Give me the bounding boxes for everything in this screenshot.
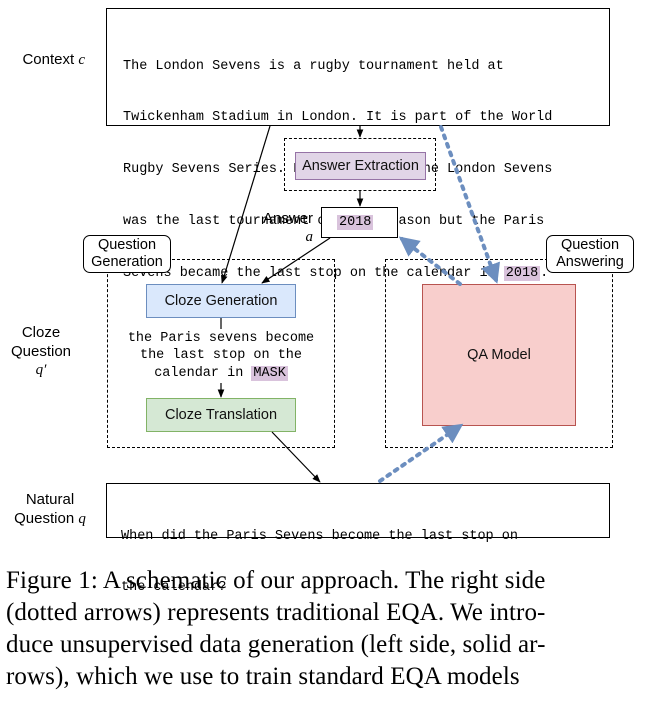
figure-caption: Figure 1: A schematic of our approach. T… [6, 567, 546, 690]
question-generation-group [107, 259, 335, 448]
answer-extraction-node: Answer Extraction [295, 152, 426, 180]
cloze-generation-node: Cloze Generation [146, 284, 296, 318]
natural-question-label: Natural Question q [14, 491, 86, 527]
answer-box [321, 207, 398, 238]
answer-label: Answer a [262, 210, 313, 245]
cloze-question-text: the Paris sevens become the last stop on… [127, 331, 315, 381]
qa-model-node: QA Model [422, 284, 576, 426]
cloze-question-label: Cloze Question q′ [10, 324, 72, 378]
cloze-translation-node: Cloze Translation [146, 398, 296, 432]
question-generation-tag: Question Generation [83, 235, 171, 273]
context-answer-highlight: 2018 [503, 266, 541, 282]
question-answering-tag: Question Answering [546, 235, 634, 273]
mask-token: MASK [251, 365, 288, 381]
natural-question-text: When did the Paris Sevens become the las… [121, 528, 518, 596]
question-answering-group [385, 259, 613, 448]
context-box: The London Sevens is a rugby tournament … [106, 8, 610, 282]
context-label: Context c [22, 51, 85, 68]
answer-value: 2018 [337, 215, 374, 230]
natural-question-box: When did the Paris Sevens become the las… [106, 483, 610, 595]
answer-extraction-group [284, 138, 436, 191]
answer-value-wrap: 2018 [337, 214, 374, 231]
